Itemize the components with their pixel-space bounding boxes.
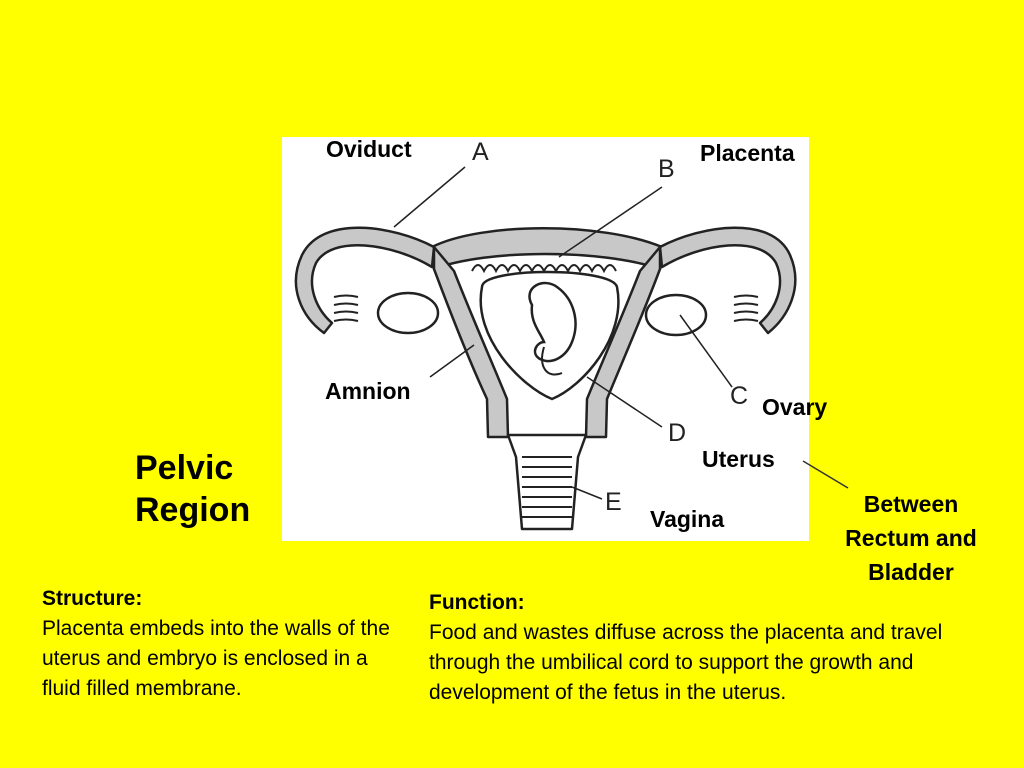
right-fimbriae: [733, 294, 759, 322]
placenta-villi: [471, 264, 617, 274]
left-oviduct: [294, 226, 436, 335]
reproductive-system-drawing: [294, 166, 797, 531]
function-heading: Function:: [429, 591, 525, 614]
location-note-line3: Bladder: [868, 559, 954, 585]
right-ovary: [644, 293, 708, 337]
left-uterine-wall: [432, 245, 510, 439]
structure-heading: Structure:: [42, 587, 143, 610]
umbilical-cord: [541, 346, 563, 376]
vagina-canal: [506, 433, 588, 531]
leader-e: [571, 486, 603, 500]
label-placenta: Placenta: [700, 140, 795, 166]
title-line2: Region: [135, 491, 251, 529]
letter-d: D: [668, 419, 687, 447]
vaginal-rugae: [522, 456, 572, 518]
left-fimbriae: [333, 294, 359, 322]
diagram-panel: [282, 137, 809, 541]
letter-a: A: [472, 138, 489, 166]
leader-c: [679, 314, 733, 388]
label-ovary: Ovary: [762, 394, 828, 420]
title-line1: Pelvic: [135, 449, 234, 487]
location-note: Between Rectum and Bladder: [826, 487, 996, 589]
fetus: [528, 281, 577, 363]
label-amnion: Amnion: [325, 378, 411, 404]
function-section: Function: Food and wastes diffuse across…: [429, 588, 974, 708]
left-ovary: [376, 291, 440, 335]
uterus-connector-line: [802, 460, 849, 489]
letter-b: B: [658, 155, 675, 183]
label-uterus: Uterus: [702, 446, 775, 472]
label-oviduct: Oviduct: [326, 136, 412, 162]
letter-e: E: [605, 488, 622, 516]
uterine-fundus: [430, 227, 664, 271]
structure-section: Structure: Placenta embeds into the wall…: [42, 584, 407, 704]
leader-amnion: [429, 344, 475, 378]
location-note-line2: Rectum and: [845, 525, 977, 551]
leader-d: [586, 376, 663, 428]
leader-a: [393, 166, 466, 228]
letter-c: C: [730, 382, 749, 410]
function-text: Food and wastes diffuse across the place…: [429, 621, 943, 704]
structure-text: Placenta embeds into the walls of the ut…: [42, 617, 390, 700]
location-note-line1: Between: [863, 491, 959, 517]
right-oviduct: [658, 226, 797, 335]
leader-b: [558, 186, 663, 258]
label-vagina: Vagina: [650, 506, 725, 532]
page-title: Pelvic Region: [135, 447, 250, 531]
